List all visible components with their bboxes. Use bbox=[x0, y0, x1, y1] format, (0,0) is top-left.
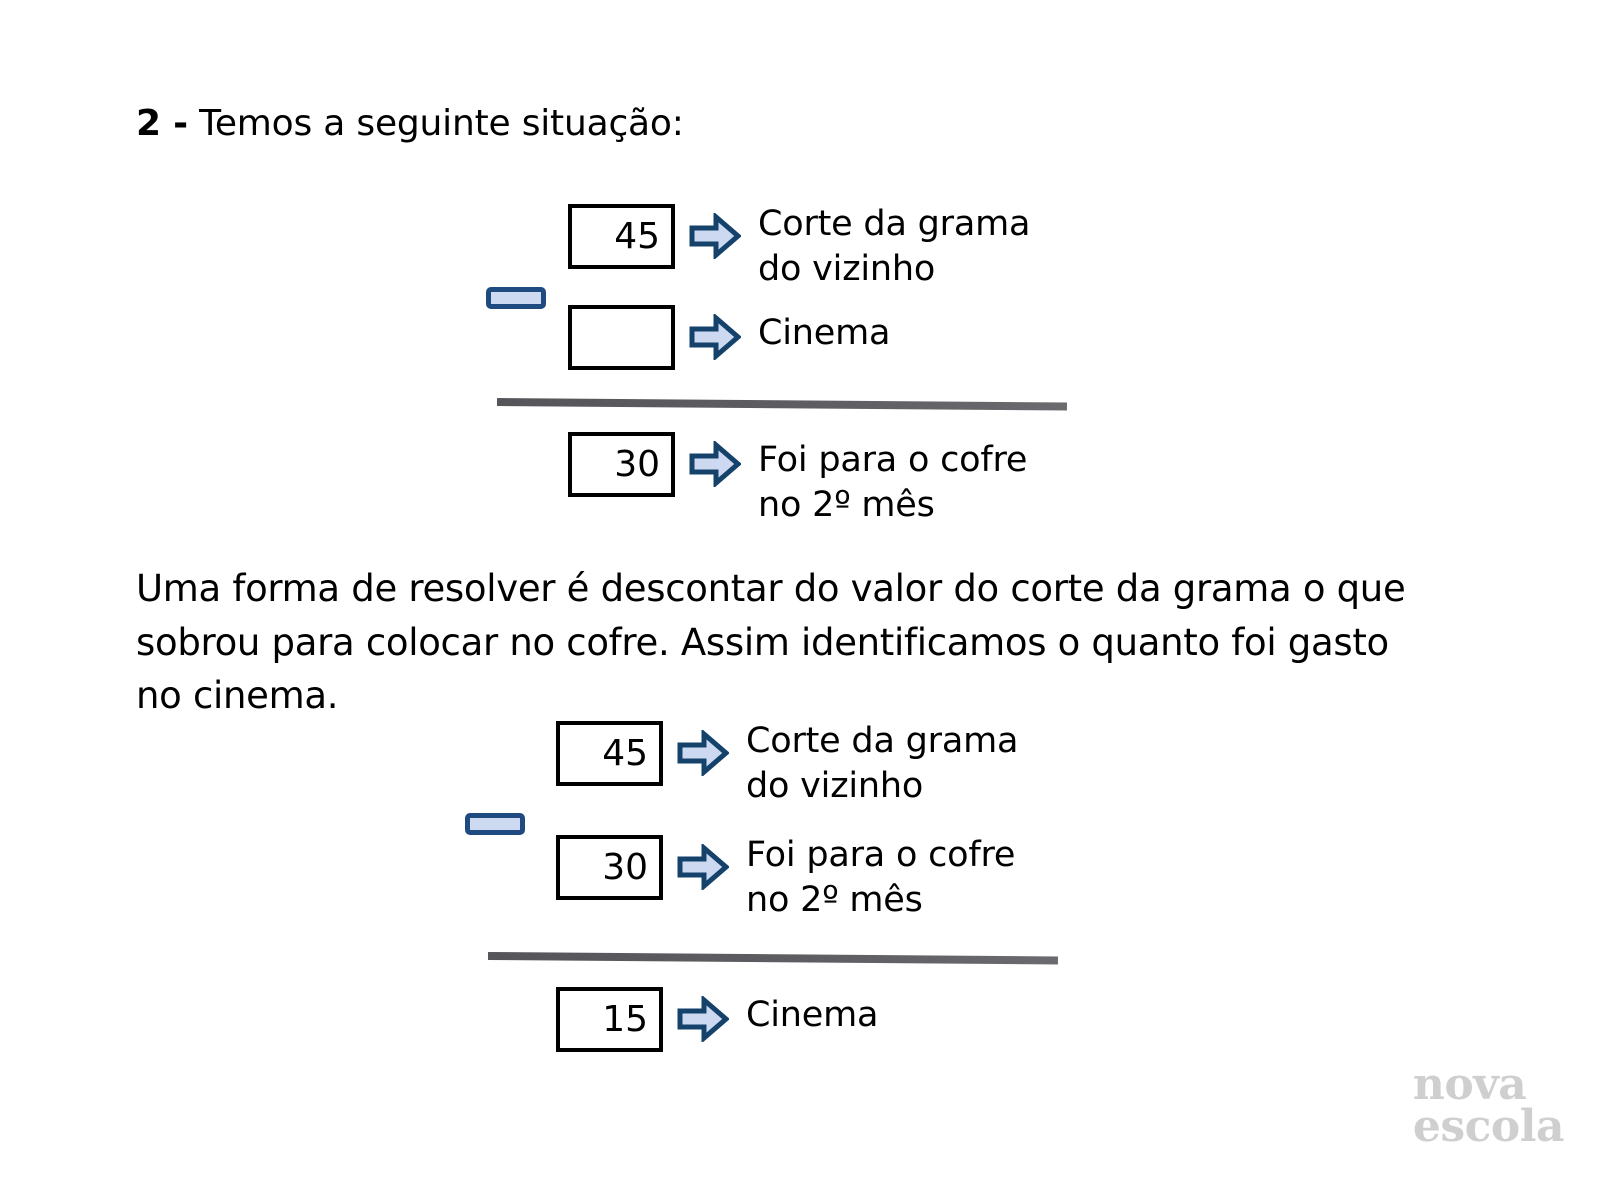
explanation-paragraph: Uma forma de resolver é descontar do val… bbox=[136, 567, 1406, 718]
page-title: 2 - Temos a seguinte situação: bbox=[136, 101, 684, 146]
operation-block-one: 45 Corte da grama do vizinho Cinema 30 bbox=[455, 200, 1095, 525]
arrow-right-icon bbox=[677, 996, 729, 1042]
value-box[interactable]: 30 bbox=[568, 432, 675, 497]
result-label: Cinema bbox=[746, 995, 879, 1035]
arrow-right-icon bbox=[677, 730, 729, 776]
value-box[interactable]: 45 bbox=[556, 721, 663, 786]
question-statement: Temos a seguinte situação: bbox=[187, 103, 684, 144]
result-label: Foi para o cofre no 2º mês bbox=[758, 440, 1028, 525]
operation-divider bbox=[487, 952, 1059, 965]
operand-row: 45 Corte da grama do vizinho bbox=[556, 721, 1018, 809]
operand-label: Foi para o cofre no 2º mês bbox=[746, 835, 1016, 920]
operand-label: Corte da grama do vizinho bbox=[758, 204, 1031, 289]
value-box[interactable]: 30 bbox=[556, 835, 663, 900]
value-box[interactable] bbox=[568, 305, 675, 370]
question-number: 2 - bbox=[136, 103, 188, 144]
minus-operator-icon bbox=[486, 287, 546, 309]
result-row: 30 Foi para o cofre no 2º mês bbox=[568, 432, 1027, 528]
result-row: 15 Cinema bbox=[556, 987, 878, 1052]
operation-divider bbox=[496, 398, 1068, 411]
operand-row: 45 Corte da grama do vizinho bbox=[568, 204, 1030, 292]
operand-label: Corte da grama do vizinho bbox=[746, 721, 1019, 806]
operand-label: Cinema bbox=[758, 313, 891, 353]
logo-line-two: escola bbox=[1412, 1101, 1565, 1153]
operand-row: Cinema bbox=[568, 305, 890, 370]
operand-row: 30 Foi para o cofre no 2º mês bbox=[556, 835, 1015, 923]
operation-block-two: 45 Corte da grama do vizinho 30 Foi para… bbox=[443, 715, 1083, 1055]
arrow-right-icon bbox=[689, 213, 741, 259]
value-box[interactable]: 15 bbox=[556, 987, 663, 1052]
minus-operator-icon bbox=[465, 813, 525, 835]
nova-escola-logo: nova escola bbox=[1412, 1063, 1565, 1153]
logo-line-one: nova bbox=[1412, 1059, 1527, 1111]
value-box[interactable]: 45 bbox=[568, 204, 675, 269]
arrow-right-icon bbox=[677, 844, 729, 890]
arrow-right-icon bbox=[689, 314, 741, 360]
arrow-right-icon bbox=[689, 441, 741, 487]
